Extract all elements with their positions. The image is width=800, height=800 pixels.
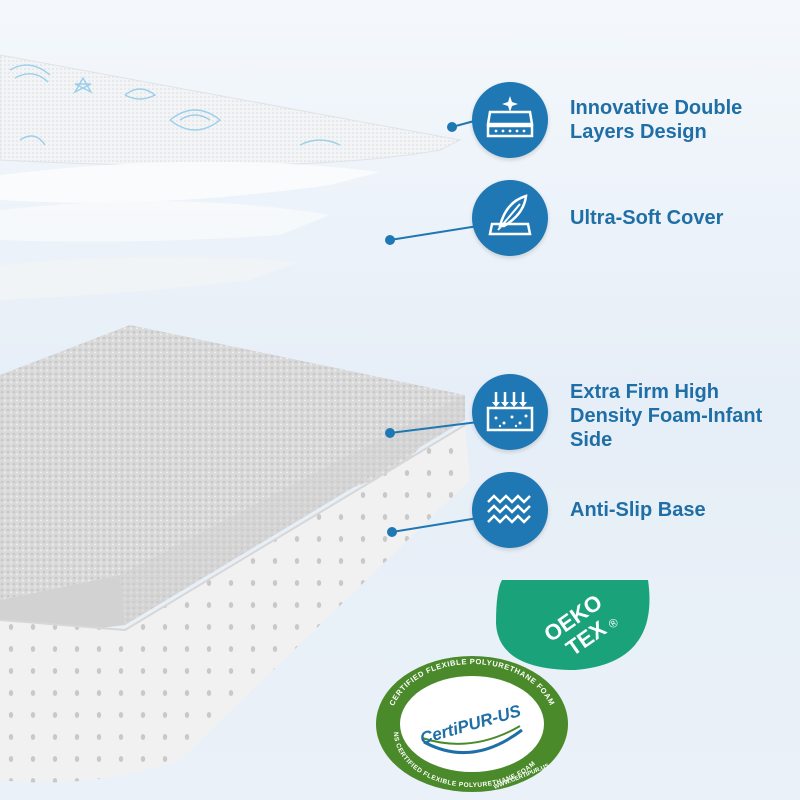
feature-label: Ultra-Soft Cover: [570, 207, 724, 229]
feature-label-line-3: Side: [570, 429, 613, 451]
foam-block-top: [0, 325, 465, 600]
feature-label: Anti-Slip Base: [570, 499, 706, 521]
seashell-pattern: [9, 64, 341, 146]
feature-high-density-foam: Extra Firm High Density Foam-Infant Side: [472, 374, 792, 454]
feature-label: Extra Firm High Density Foam-Infant Side: [570, 380, 762, 452]
feature-anti-slip-base: Anti-Slip Base: [472, 472, 792, 552]
cover-fabric-layer: [0, 55, 460, 166]
feature-label-line-2: Layers Design: [570, 121, 707, 143]
feather-icon: [472, 180, 548, 256]
feature-label-line-2: Density Foam-Infant: [570, 405, 763, 427]
oeko-tex-badge: OEKO TEX ®: [496, 580, 650, 670]
double-layer-mattress-icon: [472, 82, 548, 158]
feature-label-line-1: Innovative Double: [570, 97, 743, 119]
feature-label: Innovative Double Layers Design: [570, 96, 742, 144]
foam-layer-icon: [472, 374, 548, 450]
feature-double-layers: Innovative Double Layers Design: [472, 82, 792, 162]
anti-slip-base-layer: [0, 425, 470, 783]
feature-ultra-soft-cover: Ultra-Soft Cover: [472, 180, 792, 260]
certipur-us-badge: CERTIFIED FLEXIBLE POLYURETHANE FOAM CON…: [372, 650, 568, 792]
wave-lines-icon: [472, 472, 548, 548]
feature-label-line-1: Extra Firm High: [570, 381, 719, 403]
